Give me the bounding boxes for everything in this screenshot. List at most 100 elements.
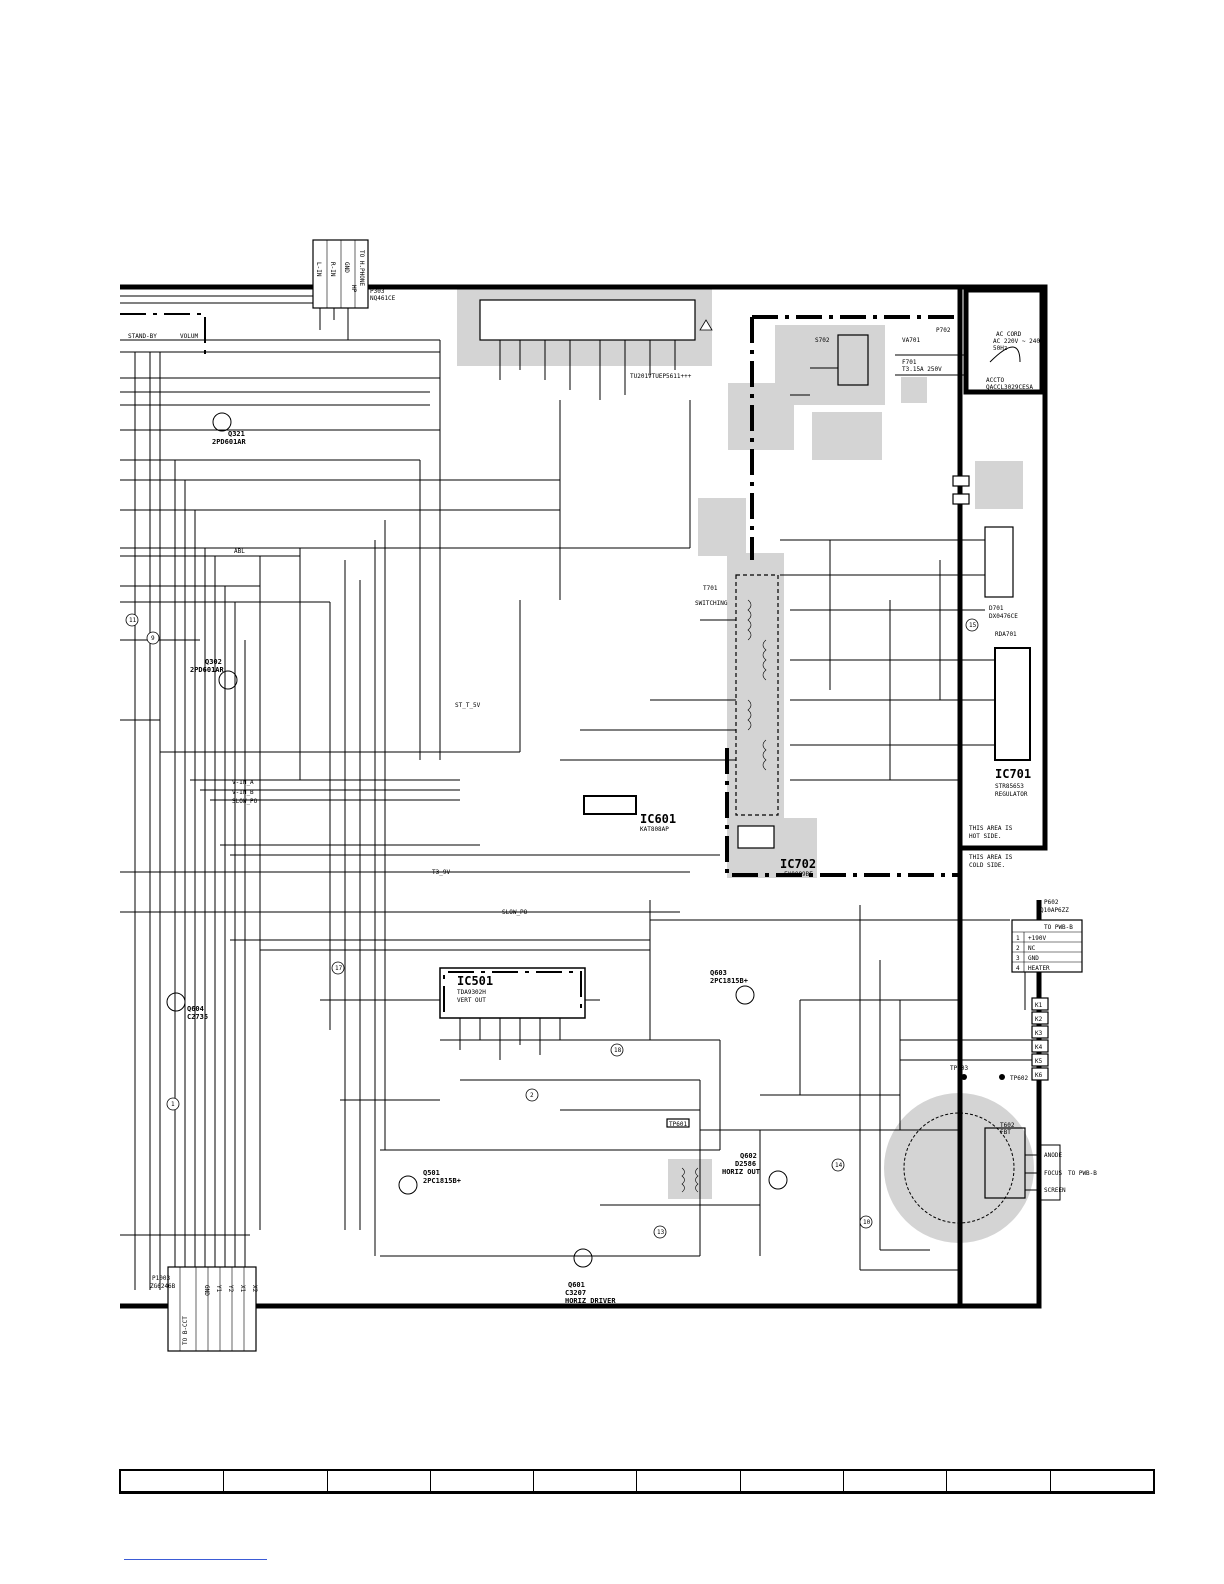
ac-part2: QACCL3029CESA	[986, 384, 1033, 391]
hot-side-note-2: HOT SIDE.	[969, 833, 1002, 840]
to-b-cct-label: TO B-CCT	[182, 1316, 189, 1345]
t602-ref: T602	[1000, 1122, 1015, 1129]
bus-lines	[120, 295, 720, 1257]
q603-ref: Q603	[710, 969, 727, 977]
to-headphone-label: TO H.PHONE	[358, 250, 365, 287]
q603-part: 2PC1815B+	[710, 977, 748, 985]
va701-ref: VA701	[902, 337, 920, 344]
bottom-link-underline	[124, 1559, 267, 1560]
ac-cord-label: AC CORD	[996, 331, 1022, 338]
hot-side-boundary	[725, 315, 962, 877]
d701-part: DX0476CE	[989, 613, 1018, 620]
svg-text:K3: K3	[1035, 1030, 1043, 1037]
p602-connector	[1011, 919, 1083, 973]
board-outline	[120, 284, 963, 1309]
svg-text:13: 13	[657, 1229, 665, 1236]
p303-pin-hp: HP	[350, 285, 357, 293]
svg-text:Y1: Y1	[215, 1285, 222, 1293]
net-t3-9v: T3_9V	[432, 869, 450, 876]
q602-ref: Q602	[740, 1152, 757, 1160]
crt-out-anode: ANODE	[1044, 1152, 1062, 1159]
svg-text:10: 10	[863, 1219, 871, 1226]
p602-pin-4: HEATER	[1028, 965, 1050, 972]
r751-shaded-area	[698, 498, 746, 556]
crt-socket	[903, 1112, 1015, 1224]
net-v-in-b: V-IN_B	[232, 789, 254, 796]
transistor-q302	[218, 670, 238, 690]
d701-ref: D701	[989, 605, 1004, 612]
q602-part: D2586	[735, 1160, 756, 1168]
ic701-ref: IC701	[995, 767, 1031, 781]
footer-cell	[328, 1471, 431, 1491]
tuner-pins	[499, 340, 676, 400]
to-pwb-b-bottom: TO PWB-B	[1068, 1170, 1097, 1177]
svg-text:K1: K1	[1035, 1002, 1043, 1009]
p303-pin-l-in: L-IN	[315, 262, 322, 277]
crt-out-screen: SCREEN	[1044, 1187, 1066, 1194]
crt-cathode-pins: K1 K2 K3 K4 K5 K6	[1031, 997, 1049, 1081]
ic501-heatsink-outline	[443, 971, 582, 1012]
p303-connector	[312, 239, 369, 309]
footer-cell	[844, 1471, 948, 1491]
tp602-dot	[999, 1074, 1005, 1080]
f701-spec: T3.15A 250V	[902, 366, 942, 373]
tp601	[666, 1118, 690, 1128]
svg-text:Y2: Y2	[227, 1285, 234, 1293]
probe-markers: 11 9 17 18 2 1 13 14 10 15	[125, 613, 979, 1239]
p303-ref: P303	[370, 288, 385, 295]
svg-text:14: 14	[835, 1162, 843, 1169]
t602-part: FBT	[1000, 1129, 1011, 1136]
tuner-part: VTUEP5611+++	[648, 373, 692, 380]
footer-cell	[224, 1471, 328, 1491]
footer-cell	[534, 1471, 638, 1491]
p1003-connector	[167, 1266, 257, 1352]
board-outline-right	[960, 284, 1048, 851]
q501-part: 2PC1815B+	[423, 1177, 461, 1185]
ic601-part: KAT808AP	[640, 826, 669, 833]
tp602-label: TP602	[1010, 1075, 1028, 1082]
p602-ref: P602	[1044, 899, 1059, 906]
ic701-func: REGULATOR	[995, 791, 1028, 798]
footer-cell	[947, 1471, 1051, 1491]
hot-side-note-1: THIS AREA IS	[969, 825, 1013, 832]
p702-ref: P702	[936, 327, 951, 334]
ic702	[737, 825, 775, 849]
p1003-pins: GND Y1 Y2 X1 X2	[203, 1285, 258, 1296]
q604-ref: Q604	[187, 1005, 204, 1013]
p1003-part: ZG6246B	[150, 1283, 176, 1290]
crt-output-bracket	[1040, 1144, 1061, 1201]
cold-side-note-1: THIS AREA IS	[969, 854, 1013, 861]
q501-ref: Q501	[423, 1169, 440, 1177]
net-slow-po-2: SLOW_PO	[502, 909, 528, 916]
m-shaded-area	[975, 461, 1023, 509]
tuner-ref: TU201	[630, 373, 648, 380]
q302-ref: Q302	[205, 658, 222, 666]
power-wires	[560, 539, 995, 781]
ic601	[583, 795, 637, 815]
t601-shaded-area	[668, 1159, 712, 1199]
svg-text:9: 9	[151, 635, 155, 642]
transistor-q601	[573, 1248, 593, 1268]
net-abl: ABL	[234, 548, 245, 555]
footer-cell	[121, 1471, 225, 1491]
rda701-ref: RDA701	[995, 631, 1017, 638]
t701-ref: T701	[703, 585, 718, 592]
ac-cord-frame	[963, 287, 1045, 395]
ac-spec: AC 220V ~ 240V	[993, 338, 1044, 345]
r701-shaded-area	[728, 383, 794, 450]
transistor-q604	[166, 992, 186, 1012]
svg-text:X2: X2	[251, 1285, 258, 1293]
transistor-q602	[768, 1170, 788, 1190]
svg-text:K4: K4	[1035, 1044, 1043, 1051]
footer-cell	[637, 1471, 741, 1491]
ic702-part: FX0089BE	[784, 871, 813, 878]
safety-mark-icon	[699, 319, 713, 331]
q302-part: 2PD601AR	[190, 666, 225, 674]
s702-ref: S702	[815, 337, 830, 344]
net-slow-po: SLOW_PO	[232, 798, 258, 805]
to-pwb-b-top: TO PWB-B	[1044, 924, 1073, 931]
svg-text:1: 1	[171, 1101, 175, 1108]
q321-ref: Q321	[228, 430, 245, 438]
f701-ref: F701	[902, 359, 917, 366]
